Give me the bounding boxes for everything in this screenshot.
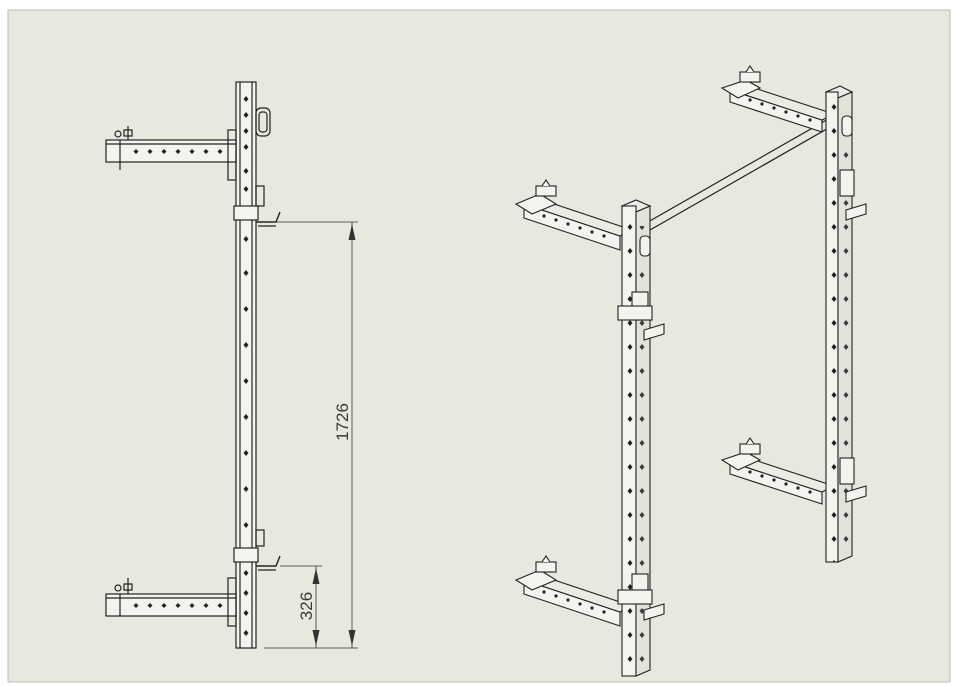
iso-arm-back-top — [720, 65, 836, 133]
dimension-hook-height: 326 — [297, 592, 316, 620]
side-bottom-hook-collar — [233, 547, 259, 563]
iso-arm-front-top — [514, 179, 634, 251]
pullup-bar — [647, 117, 833, 231]
iso-arm-front-bottom — [514, 555, 634, 627]
isometric-view — [514, 65, 867, 677]
side-bottom-arm — [105, 593, 237, 617]
dimension-lines — [264, 221, 358, 649]
iso-arm-back-bottom — [720, 437, 836, 505]
iso-upright-right — [824, 85, 867, 563]
side-elevation-view — [105, 81, 281, 649]
side-upright — [235, 81, 257, 649]
iso-upright-left — [617, 199, 665, 677]
side-upright-holes — [243, 96, 249, 636]
dimension-overall-height: 1726 — [333, 403, 352, 441]
side-top-arm — [105, 139, 237, 163]
side-top-hook-collar — [233, 205, 259, 221]
